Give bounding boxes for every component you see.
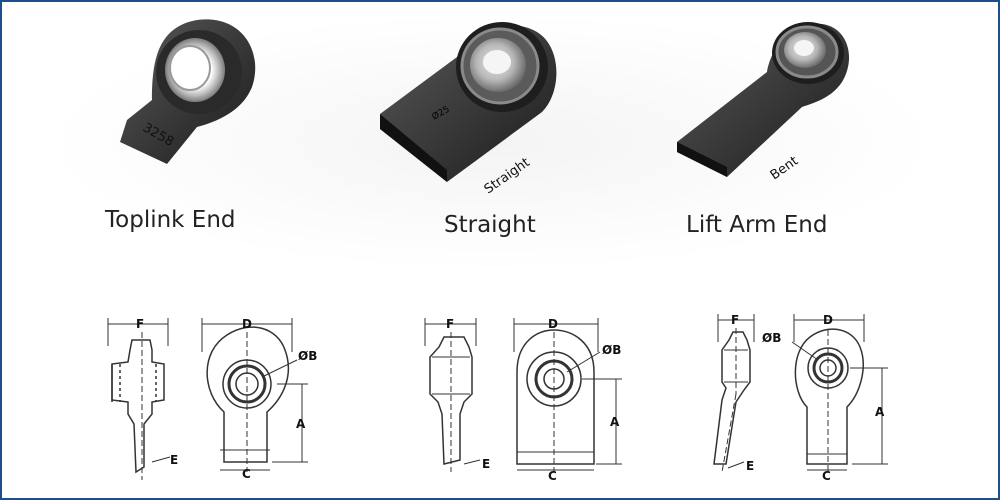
straight-dim-b: ØB bbox=[602, 343, 621, 357]
straight-front-view bbox=[513, 318, 622, 472]
lift-arm-end-photo: Bent bbox=[677, 22, 850, 184]
toplink-dim-e: E bbox=[170, 453, 178, 467]
toplink-dim-c: C bbox=[242, 467, 251, 481]
caption-toplink-end: Toplink End bbox=[105, 207, 236, 233]
lift-arm-stamp: Bent bbox=[768, 154, 801, 184]
toplink-dim-a: A bbox=[296, 417, 306, 431]
toplink-side-view bbox=[107, 318, 171, 480]
straight-stamp: Straight bbox=[482, 155, 533, 197]
lift-arm-dim-d: D bbox=[823, 313, 833, 327]
lift-arm-dim-e: E bbox=[746, 459, 754, 473]
toplink-dim-d: D bbox=[242, 317, 252, 331]
straight-dim-e: E bbox=[482, 457, 490, 471]
straight-dim-d: D bbox=[548, 317, 558, 331]
caption-lift-arm-end: Lift Arm End bbox=[686, 212, 828, 238]
straight-dim-c: C bbox=[548, 469, 557, 483]
toplink-dim-b: ØB bbox=[298, 349, 317, 363]
straight-photo: Ø25 Straight bbox=[380, 22, 557, 197]
straight-side-view bbox=[424, 318, 481, 472]
lift-arm-front-view bbox=[791, 314, 888, 472]
toplink-front-view bbox=[201, 318, 308, 472]
straight-dim-f: F bbox=[446, 317, 454, 331]
straight-dim-a: A bbox=[610, 415, 620, 429]
lift-arm-dim-f: F bbox=[731, 313, 739, 327]
toplink-end-photo: 3258 bbox=[120, 19, 256, 164]
lift-arm-dim-b: ØB bbox=[762, 331, 781, 345]
toplink-dim-f: F bbox=[136, 317, 144, 331]
lift-arm-dim-a: A bbox=[875, 405, 885, 419]
caption-straight: Straight bbox=[444, 212, 536, 238]
lift-arm-dim-c: C bbox=[822, 469, 831, 483]
lift-arm-side-view bbox=[713, 314, 755, 473]
